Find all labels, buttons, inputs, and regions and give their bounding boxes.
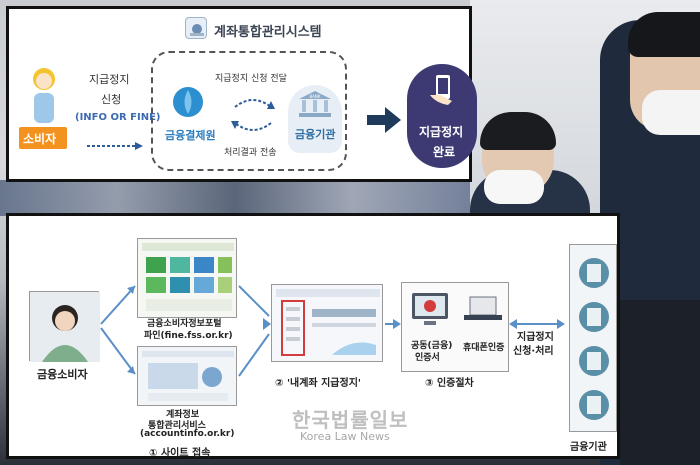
done-label-2: 완료	[433, 145, 456, 159]
watermark-english: Korea Law News	[300, 430, 390, 443]
relay-label: 지급정지 신청 전달	[215, 74, 287, 84]
accountinfo-title-2: 통합관리서비스	[148, 421, 206, 431]
bank-building-icon: BANK	[297, 89, 333, 119]
consumer-badge	[19, 127, 67, 149]
person-center-hair	[480, 112, 556, 150]
consumer-label: 금융소비자	[37, 368, 88, 381]
phone-hand-icon	[426, 73, 458, 109]
kftc-logo-icon	[173, 87, 203, 117]
watermark-korean: 한국법률일보	[292, 408, 409, 432]
request-label-1: 지급정지	[89, 73, 130, 86]
shelf-blur	[0, 180, 470, 216]
accountinfo-screenshot	[137, 346, 237, 406]
consumer-label: 소비자	[23, 132, 57, 146]
diagram-title: 계좌통합관리시스템	[214, 25, 322, 40]
payment-stop-procedure-diagram: 금융소비자 금융소비자정보포털 파인(fine.fss.or.kr) 계좌정보 …	[6, 213, 620, 459]
phone-auth-label: 휴대폰인증	[463, 343, 505, 353]
step-2-label: ② '내계좌 지급정지'	[275, 378, 361, 389]
stop-request-label-1: 지급정지	[517, 332, 554, 343]
account-system-diagram: 계좌통합관리시스템 소비자 지급정지 신청 (INFO OR FINE) 금융결…	[6, 6, 477, 182]
request-channel: (INFO OR FINE)	[75, 112, 161, 123]
person-right-hair	[628, 12, 700, 57]
settlement-group	[151, 51, 347, 171]
banks-label: 금융기관	[570, 442, 607, 453]
flow-arrows	[100, 285, 565, 377]
result-label: 처리결과 전송	[224, 148, 277, 158]
right-arrow-icon	[367, 107, 401, 133]
dark-foreground	[620, 300, 700, 465]
accountinfo-url: (accountinfo.or.kr)	[140, 429, 235, 439]
authentication-box	[401, 282, 509, 372]
accountinfo-title-1: 계좌정보	[166, 410, 200, 420]
dotted-arrow-icon	[87, 135, 143, 150]
fine-portal-screenshot	[137, 238, 237, 318]
consumer-avatar	[29, 291, 100, 362]
stop-request-label-2: 신청·처리	[513, 346, 554, 357]
exchange-arrows-icon	[229, 93, 277, 137]
done-label-1: 지급정지	[419, 125, 464, 139]
person-right-mask	[642, 90, 700, 135]
consumer-icon	[29, 65, 59, 123]
person-center-mask	[484, 170, 544, 204]
banks-column	[569, 244, 617, 432]
step-3-label: ③ 인증절차	[425, 378, 474, 389]
step-1-label: ① 사이트 접속	[149, 448, 211, 459]
request-label-2: 신청	[101, 93, 122, 106]
my-account-stop-screenshot	[271, 284, 383, 362]
cert-label-2: 인증서	[415, 353, 440, 363]
bank-label: 금융기관	[295, 128, 336, 141]
bank-sign: BANK	[309, 94, 320, 99]
fine-portal-title: 금융소비자정보포털	[147, 319, 222, 329]
fine-portal-url: 파인(fine.fss.or.kr)	[144, 331, 233, 341]
system-icon	[185, 17, 207, 39]
kftc-label: 금융결제원	[165, 129, 216, 142]
cert-label-1: 공동(금융)	[411, 341, 453, 351]
